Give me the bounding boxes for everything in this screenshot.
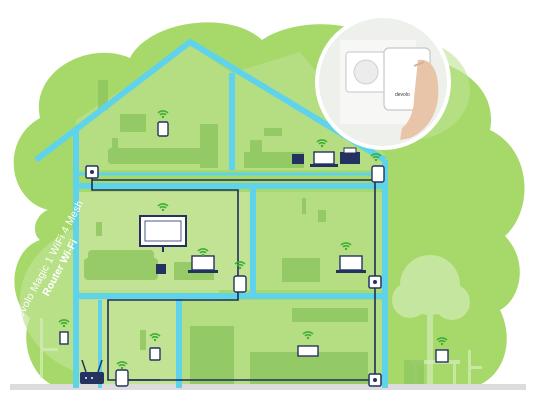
router-icon — [80, 359, 104, 384]
tree-icon — [392, 255, 470, 384]
inset-photo — [315, 14, 451, 150]
inset-brand-label: devolo — [395, 92, 410, 98]
end-devices — [59, 121, 449, 363]
ground — [10, 384, 526, 390]
lawn-chair-icon — [40, 318, 58, 378]
